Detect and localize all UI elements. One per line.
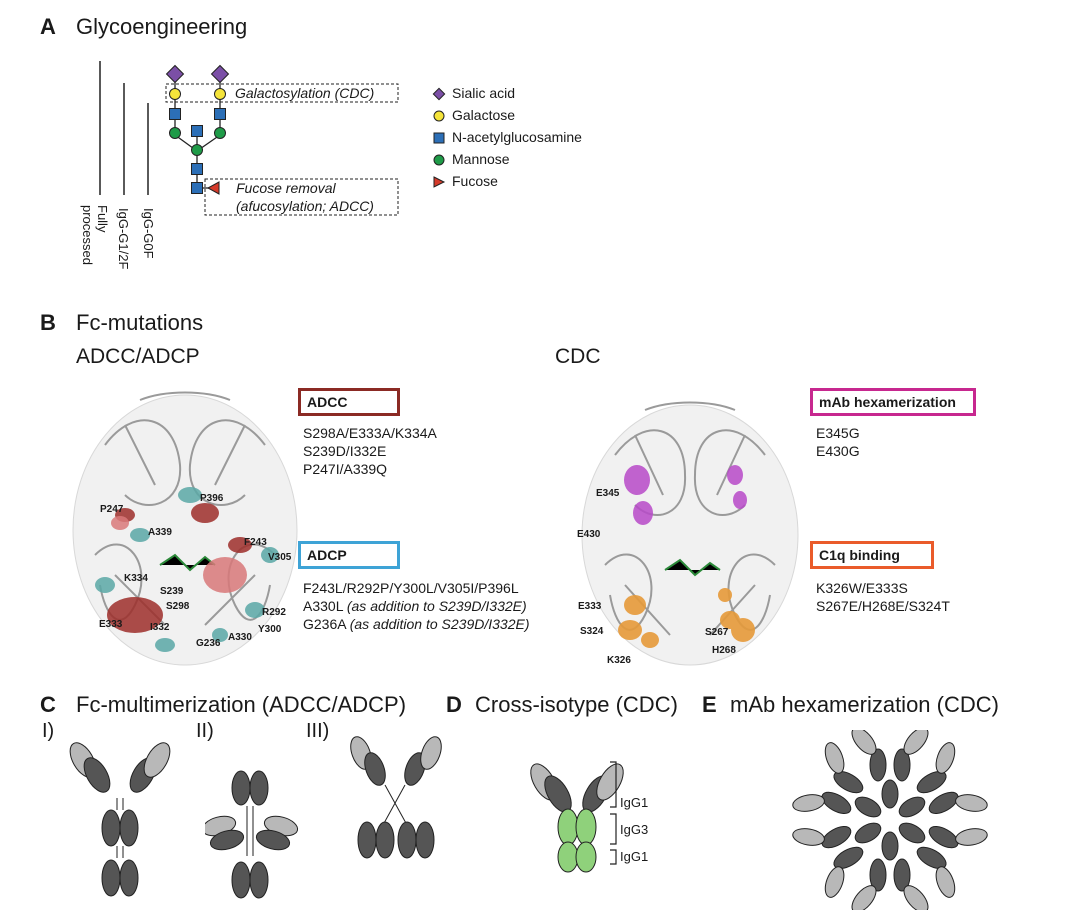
lane-label-fully-processed: Fully processed bbox=[80, 205, 110, 265]
cross-isotype-antibody bbox=[530, 761, 624, 873]
hexamer-assembly bbox=[792, 730, 988, 910]
res-f243: F243 bbox=[244, 537, 267, 548]
c1q-mutations: K326W/E333S S267E/H268E/S324T bbox=[816, 580, 950, 614]
galactosylation-label: Galactosylation (CDC) bbox=[235, 85, 375, 101]
c1q-binding-box: C1q binding bbox=[810, 541, 934, 569]
format-label-i: I) bbox=[42, 720, 55, 742]
res-k334: K334 bbox=[124, 573, 148, 584]
panel-c-letter: C bbox=[40, 692, 56, 717]
mannose-core bbox=[191, 144, 203, 156]
res-r292: R292 bbox=[262, 607, 286, 618]
glycan-diagram bbox=[99, 61, 399, 216]
format-label-iii: III) bbox=[306, 720, 330, 742]
format-label-ii: II) bbox=[196, 720, 214, 742]
panel-b-letter: B bbox=[40, 310, 56, 335]
glcnac-right bbox=[214, 108, 226, 120]
panel-e-title: mAb hexamerization (CDC) bbox=[730, 692, 999, 717]
mannose-left bbox=[169, 127, 181, 139]
adcc-box: ADCC bbox=[298, 388, 400, 416]
res-s298: S298 bbox=[166, 601, 190, 612]
square-icon bbox=[433, 132, 445, 144]
glcnac-core-1 bbox=[191, 163, 203, 175]
res-s324: S324 bbox=[580, 626, 604, 637]
label-igg3: IgG3 bbox=[620, 822, 649, 837]
res-e430: E430 bbox=[577, 529, 601, 540]
res-a339: A339 bbox=[148, 527, 172, 538]
label-igg1-bottom: IgG1 bbox=[620, 849, 649, 864]
galactose-left bbox=[169, 88, 181, 100]
res-h268: H268 bbox=[712, 645, 736, 656]
label-igg1-top: IgG1 bbox=[620, 795, 649, 810]
glcnac-core-2 bbox=[191, 182, 203, 194]
triangle-icon bbox=[433, 176, 446, 188]
panel-d-letter: D bbox=[446, 692, 462, 717]
adcc-mutations: S298A/E333A/K334A S239D/I332E P247I/A339… bbox=[303, 425, 437, 477]
circle-icon bbox=[433, 154, 445, 166]
lane-label-g0f: IgG-G0F bbox=[141, 208, 156, 259]
galactose-right bbox=[214, 88, 226, 100]
antibody-format-ii bbox=[205, 770, 299, 899]
panel-b-title: Fc-mutations bbox=[76, 310, 204, 335]
sialic-acid-right bbox=[210, 64, 230, 84]
cdc-subtitle: CDC bbox=[555, 345, 601, 368]
hexamerization-mutations: E345G E430G bbox=[816, 425, 860, 459]
glcnac-left bbox=[169, 108, 181, 120]
res-e333: E333 bbox=[99, 619, 123, 630]
circle-icon bbox=[433, 110, 445, 122]
res-p247: P247 bbox=[100, 504, 124, 515]
res-k326: K326 bbox=[607, 655, 631, 666]
fucose-removal-label-2: (afucosylation; ADCC) bbox=[236, 198, 374, 214]
adcc-adcp-subtitle: ADCC/ADCP bbox=[76, 345, 200, 368]
res-p396: P396 bbox=[200, 493, 224, 504]
fc-structure-adcc bbox=[72, 391, 298, 666]
fucose-removal-label-1: Fucose removal bbox=[236, 180, 336, 196]
res-a330: A330 bbox=[228, 632, 252, 643]
res-y300: Y300 bbox=[258, 624, 282, 635]
panel-d-title: Cross-isotype (CDC) bbox=[475, 692, 678, 717]
galactosylation-box bbox=[165, 83, 399, 103]
res-i332: I332 bbox=[150, 622, 170, 633]
res-s239: S239 bbox=[160, 586, 184, 597]
fc-structure-cdc bbox=[581, 401, 799, 666]
panel-c-title: Fc-multimerization (ADCC/ADCP) bbox=[76, 692, 407, 717]
res-s267: S267 bbox=[705, 627, 729, 638]
res-g236: G236 bbox=[196, 638, 221, 649]
adcp-mutations: F243L/R292P/Y300L/V305I/P396L A330L (as … bbox=[303, 580, 530, 632]
fucose-removal-box bbox=[204, 178, 399, 216]
mannose-right bbox=[214, 127, 226, 139]
panel-a-title: Glycoengineering bbox=[76, 14, 248, 39]
panel-e-letter: E bbox=[702, 692, 717, 717]
res-e345: E345 bbox=[596, 488, 620, 499]
fucose bbox=[206, 181, 220, 195]
res-v305: V305 bbox=[268, 552, 292, 563]
diamond-icon bbox=[432, 87, 446, 101]
lane-label-g1-2f: IgG-G1/2F bbox=[116, 208, 131, 270]
adcp-box: ADCP bbox=[298, 541, 400, 569]
sialic-acid-left bbox=[165, 64, 185, 84]
antibody-format-iii bbox=[350, 736, 442, 859]
antibody-format-i bbox=[69, 742, 171, 897]
glcnac-bisecting bbox=[191, 125, 203, 137]
res-e333-cdc: E333 bbox=[578, 601, 602, 612]
hexamerization-box: mAb hexamerization bbox=[810, 388, 976, 416]
panel-a-letter: A bbox=[40, 14, 56, 39]
